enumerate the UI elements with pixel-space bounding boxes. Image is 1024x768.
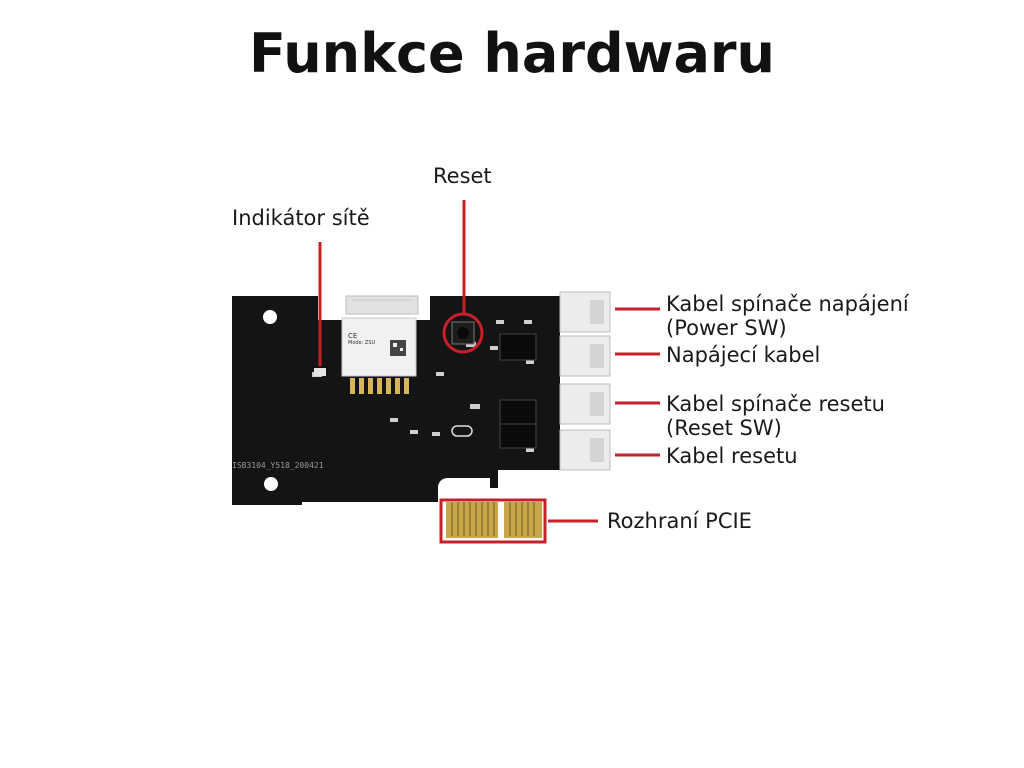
module-text-2: CE: [348, 332, 357, 340]
network-led: [314, 368, 326, 376]
page-title: Funkce hardwaru: [249, 22, 775, 85]
top-header-connector: [345, 295, 419, 315]
label-reset-sw-cable-line2: (Reset SW): [666, 416, 782, 440]
label-pcie-interface: Rozhraní PCIE: [607, 509, 752, 533]
mounting-hole: [264, 477, 278, 491]
label-power-sw-cable-line2: (Power SW): [666, 316, 787, 340]
pcie-highlight-box: [439, 498, 547, 544]
label-reset-sw-cable-line1: Kabel spínače resetu: [666, 392, 885, 416]
pcb-board: [232, 296, 560, 505]
module-text-1: Mode: ZSU: [348, 340, 375, 346]
silkscreen-text: ISB3104_Y518_200421: [232, 461, 324, 470]
mounting-hole: [263, 310, 277, 324]
ic-chips: [499, 333, 537, 449]
label-reset: Reset: [433, 164, 492, 188]
label-power-cable: Napájecí kabel: [666, 343, 821, 367]
module-pins: [350, 378, 409, 394]
qr-code: [390, 340, 406, 356]
callout-lines: [318, 200, 660, 544]
reset-highlight-circle: [442, 312, 484, 354]
label-power-sw-cable-line1: Kabel spínače napájení: [666, 292, 909, 316]
label-network-indicator: Indikátor sítě: [232, 206, 370, 230]
pcie-gold-fingers: [446, 502, 542, 538]
label-reset-cable: Kabel resetu: [666, 444, 798, 468]
